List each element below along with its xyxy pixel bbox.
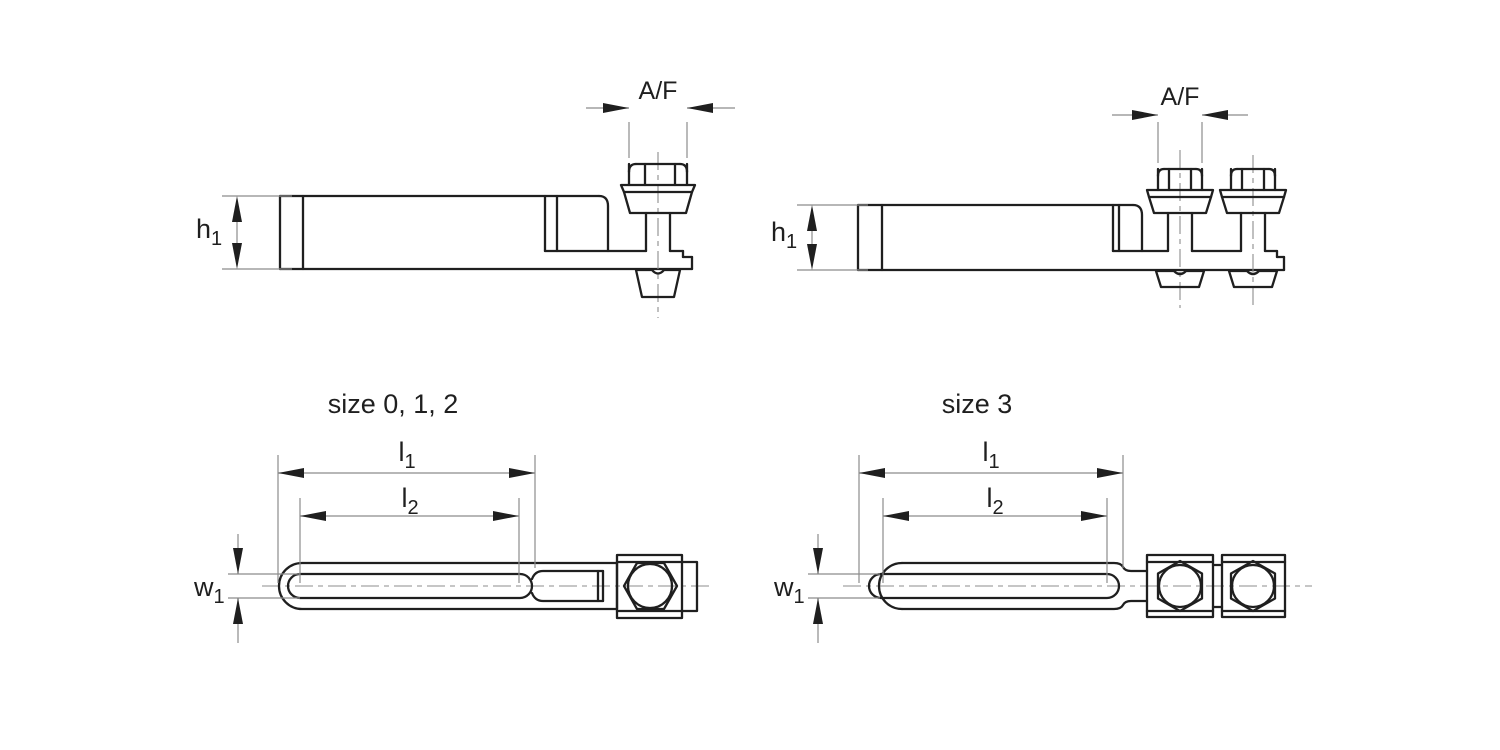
dim-af-right: A/F <box>1112 83 1248 163</box>
dim-af-left: A/F <box>586 77 735 158</box>
hex-bolt-head-plan <box>1156 559 1204 613</box>
dim-h1-left: h1 <box>196 195 292 270</box>
plan-view-size-012: size 0, 1, 2 l1 <box>193 389 712 643</box>
side-view-size-3: h1 A/F <box>771 83 1288 308</box>
dim-label-w1: w1 <box>773 572 805 608</box>
view-title: size 0, 1, 2 <box>328 389 459 419</box>
dim-label-l2: l2 <box>401 483 418 519</box>
dim-label-h1: h1 <box>771 217 797 253</box>
view-title: size 3 <box>942 389 1013 419</box>
plan-view-size-3: size 3 <box>773 389 1312 643</box>
bolt-shaft <box>1166 211 1194 253</box>
clamp-bolt-side-1 <box>1145 150 1215 308</box>
hex-bolt-head-plan <box>1229 559 1277 613</box>
t-slot <box>867 572 1121 600</box>
clamp-bolt-side <box>619 152 697 318</box>
dim-h1-right: h1 <box>771 204 868 271</box>
hex-head-circle <box>1230 563 1276 609</box>
end-tab <box>680 560 699 613</box>
bolt-shaft <box>1239 211 1267 253</box>
t-foot-side <box>1227 269 1279 289</box>
fork-slot <box>530 569 605 603</box>
dim-label-w1: w1 <box>193 572 225 608</box>
t-foot-side <box>634 268 682 299</box>
clamp-bar-side-profile <box>278 194 694 271</box>
clamp-block-plan-1 <box>1145 553 1215 619</box>
hex-head-circle <box>1157 563 1203 609</box>
dim-l1-right: l1 <box>858 437 1124 583</box>
dim-w1-left: w1 <box>193 534 300 643</box>
dim-label-h1: h1 <box>196 214 222 250</box>
dim-label-af: A/F <box>639 77 678 105</box>
flange-washer-side <box>1218 188 1288 215</box>
dim-label-l1: l1 <box>982 437 999 473</box>
dim-l2-left: l2 <box>299 483 520 583</box>
clamp-bar-plan <box>277 561 619 611</box>
clamp-block-plan-2 <box>1220 553 1287 619</box>
clamp-block-plan <box>615 553 699 620</box>
flange-washer-side <box>1145 188 1215 215</box>
dim-label-af: A/F <box>1161 83 1200 111</box>
dim-l2-right: l2 <box>882 483 1108 583</box>
dim-l1-left: l1 <box>277 437 536 583</box>
dim-label-l1: l1 <box>398 437 415 473</box>
hex-head-side <box>1156 167 1204 192</box>
flange-washer-side <box>619 183 697 215</box>
hex-head-circle <box>626 562 674 610</box>
hex-head-side <box>1229 167 1277 192</box>
hex-head-side <box>627 162 689 187</box>
side-view-size-012: h1 A/F <box>196 77 735 318</box>
t-slot <box>286 572 534 600</box>
hex-bolt-head-plan <box>622 561 679 611</box>
dim-w1-right: w1 <box>773 534 880 643</box>
clamp-bar-side-profile <box>856 203 1286 272</box>
t-foot-side <box>1154 269 1206 289</box>
clamp-bolt-side-2 <box>1218 155 1288 308</box>
bolt-shaft <box>644 211 672 253</box>
dim-label-l2: l2 <box>986 483 1003 519</box>
